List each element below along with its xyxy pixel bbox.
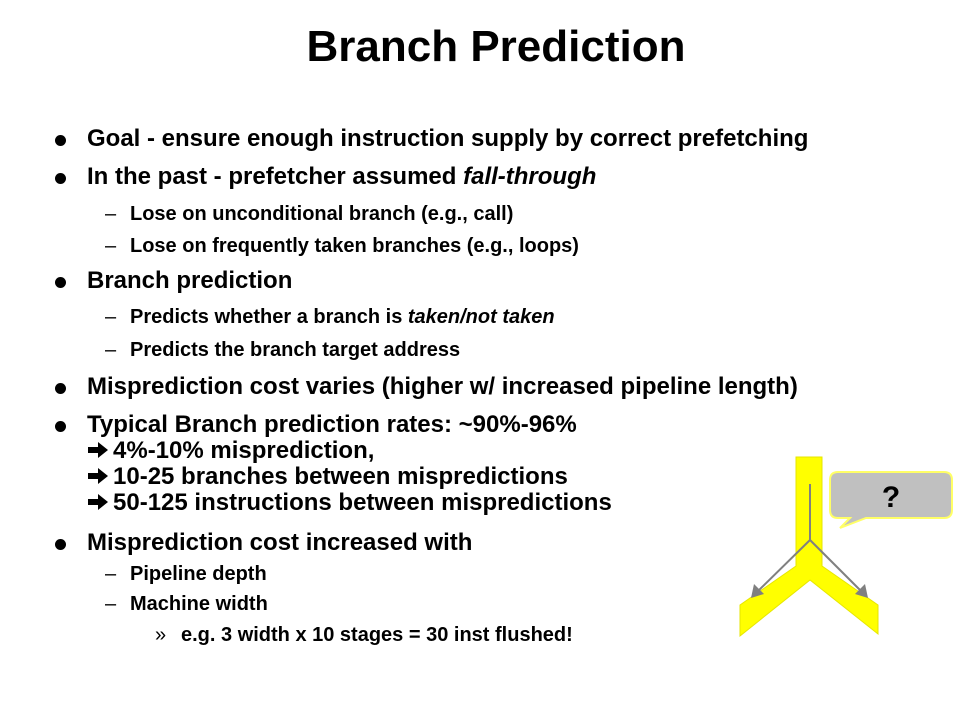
sub-predicts-taken-text: Predicts whether a branch is — [130, 306, 408, 328]
bullet-dot — [55, 277, 66, 288]
bullet-in-the-past: In the past - prefetcher assumed fall-th… — [87, 163, 596, 191]
bullet-goal: Goal - ensure enough instruction supply … — [87, 125, 809, 152]
dash-marker: – — [105, 339, 117, 361]
dash-marker: – — [105, 593, 117, 615]
bullet-in-the-past-emphasis: fall-through — [463, 163, 597, 190]
dash-marker: – — [105, 203, 117, 225]
subsub-marker: » — [155, 624, 167, 646]
bullet-branch-prediction: Branch prediction — [87, 267, 293, 294]
arrow-item-text: 4%-10% misprediction, — [113, 437, 375, 464]
callout-bubble — [829, 471, 953, 529]
sub-predicts-taken-emphasis: taken/not taken — [407, 306, 555, 328]
sub-unconditional-branch: Lose on unconditional branch (e.g., call… — [130, 203, 514, 225]
branch-fork-diagram: ? — [739, 456, 953, 638]
branch-arrows — [756, 484, 863, 593]
slide-title: Branch Prediction — [306, 22, 686, 71]
right-arrow-icon — [87, 437, 113, 465]
bullet-dot — [55, 173, 66, 184]
bullet-dot — [55, 421, 66, 432]
bullet-misprediction-cost-varies: Misprediction cost varies (higher w/ inc… — [87, 373, 798, 400]
bullet-typical-rates: Typical Branch prediction rates: ~90%-96… — [87, 411, 577, 438]
bullet-dot — [55, 539, 66, 550]
arrow-item-instructions-between: 50-125 instructions between mispredictio… — [87, 489, 612, 517]
callout-question: ? — [882, 481, 900, 514]
sub-predicts-target: Predicts the branch target address — [130, 339, 461, 361]
dash-marker: – — [105, 235, 117, 257]
sub-pipeline-depth: Pipeline depth — [130, 563, 267, 585]
bullet-dot — [55, 135, 66, 146]
branch-fork-shape — [739, 456, 879, 638]
arrow-item-text: 50-125 instructions between mispredictio… — [113, 489, 612, 516]
arrow-item-branches-between: 10-25 branches between mispredictions — [87, 463, 568, 491]
arrow-item-misprediction-rate: 4%-10% misprediction, — [87, 437, 374, 465]
bullet-in-the-past-text: In the past - prefetcher assumed — [87, 163, 464, 190]
sub-frequently-taken: Lose on frequently taken branches (e.g.,… — [130, 235, 579, 257]
right-arrow-icon — [87, 463, 113, 491]
bullet-misprediction-cost-increased: Misprediction cost increased with — [87, 529, 473, 556]
left-arrowhead-icon — [751, 584, 764, 598]
dash-marker: – — [105, 306, 117, 328]
sub-machine-width: Machine width — [130, 593, 268, 615]
right-arrow-icon — [87, 489, 113, 517]
arrow-item-text: 10-25 branches between mispredictions — [113, 463, 568, 490]
sub-predicts-taken: Predicts whether a branch is taken/not t… — [130, 306, 555, 329]
right-arrowhead-icon — [855, 584, 868, 598]
bullet-dot — [55, 383, 66, 394]
subsub-example: e.g. 3 width x 10 stages = 30 inst flush… — [181, 624, 573, 646]
dash-marker: – — [105, 563, 117, 585]
